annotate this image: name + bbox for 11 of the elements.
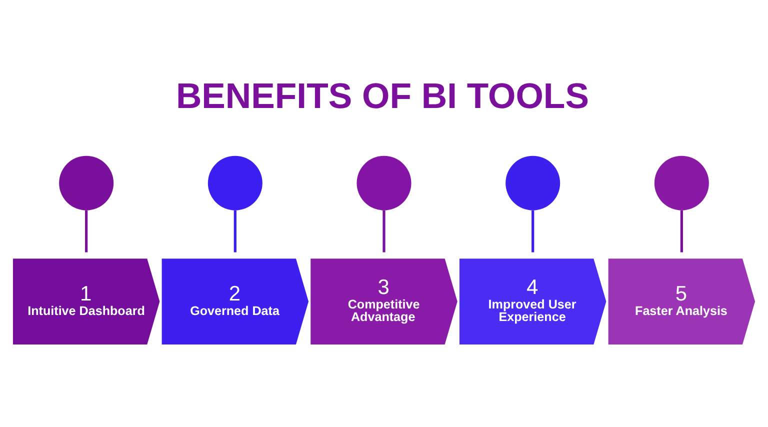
node-circle bbox=[506, 156, 560, 210]
connector bbox=[680, 210, 683, 252]
connector bbox=[532, 210, 534, 252]
node-circle bbox=[59, 156, 114, 210]
connector bbox=[382, 210, 386, 252]
diagram-title: BENEFITS OF BI TOOLS bbox=[176, 76, 589, 116]
node-circle bbox=[356, 156, 412, 210]
connector bbox=[234, 210, 236, 252]
node-circle bbox=[654, 156, 709, 210]
connector bbox=[85, 210, 88, 252]
node-circle bbox=[208, 156, 262, 210]
